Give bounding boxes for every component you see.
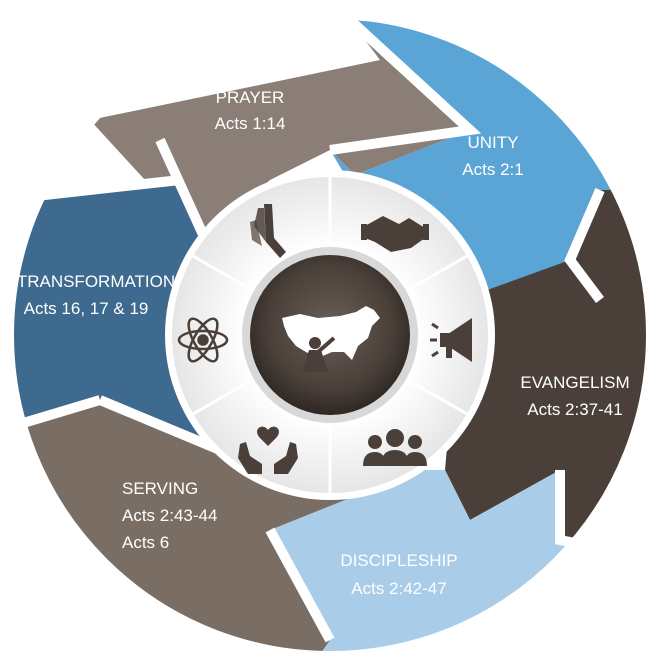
- segment-serving-ref-1: Acts 2:43-44: [122, 506, 217, 525]
- usa-map-with-person-icon: [282, 306, 380, 372]
- segment-evangelism-label: EVANGELISM Acts 2:37-41: [520, 373, 629, 419]
- segment-serving-ref-2: Acts 6: [122, 533, 169, 552]
- segment-prayer-title: PRAYER: [216, 88, 285, 107]
- segment-discipleship-title: DISCIPLESHIP: [340, 551, 457, 570]
- group-icon: [363, 429, 427, 466]
- segment-serving-label: SERVING Acts 2:43-44 Acts 6: [122, 479, 217, 552]
- handshake-icon: [361, 216, 429, 252]
- segment-discipleship-ref: Acts 2:42-47: [351, 579, 446, 598]
- segment-transformation-title: TRANSFORMATION: [17, 272, 175, 291]
- segment-transformation-shape: [12, 140, 220, 450]
- praying-hands-icon: [250, 204, 286, 258]
- atom-icon: [177, 317, 229, 363]
- segment-prayer-ref: Acts 1:14: [215, 114, 286, 133]
- segment-transformation-ref: Acts 16, 17 & 19: [24, 299, 149, 318]
- segment-serving-title: SERVING: [122, 479, 198, 498]
- segment-evangelism-title: EVANGELISM: [520, 373, 629, 392]
- segment-prayer-label: PRAYER Acts 1:14: [215, 88, 286, 133]
- segment-evangelism-ref: Acts 2:37-41: [527, 400, 622, 419]
- segment-unity-title: UNITY: [468, 133, 519, 152]
- segment-unity-label: UNITY Acts 2:1: [462, 133, 523, 179]
- segment-unity-ref: Acts 2:1: [462, 160, 523, 179]
- segment-evangelism-shape: [445, 190, 648, 560]
- segment-discipleship-label: DISCIPLESHIP Acts 2:42-47: [340, 551, 457, 598]
- megaphone-icon: [430, 318, 472, 362]
- ring-outline: [10, 15, 650, 655]
- segment-transformation-label: TRANSFORMATION Acts 16, 17 & 19: [17, 272, 175, 318]
- heart-hands-icon: [238, 426, 298, 474]
